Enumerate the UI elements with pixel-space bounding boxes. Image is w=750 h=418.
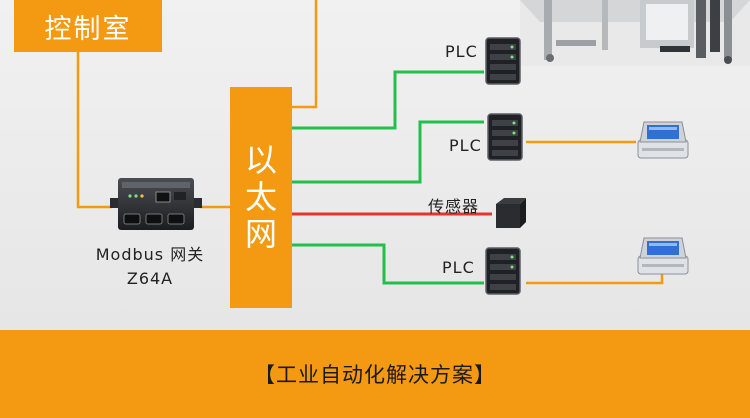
ethernet-char-1: 以 — [244, 141, 277, 179]
hmi-terminal-icon — [637, 121, 689, 159]
ethernet-char-3: 网 — [244, 215, 277, 253]
industrial-machine-icon — [520, 0, 750, 66]
link-ethernet-plc-1 — [292, 70, 484, 130]
plc-2-label: PLC — [449, 136, 482, 155]
ethernet-char-2: 太 — [244, 178, 277, 216]
link-control-to-gateway — [76, 52, 112, 209]
control-room-label: 控制室 — [44, 13, 132, 45]
hmi-terminal-icon — [637, 237, 689, 275]
plc-server-icon — [487, 113, 523, 161]
plc-1-label: PLC — [445, 42, 478, 61]
plc-3-label: PLC — [442, 258, 475, 277]
sensor-label: 传感器 — [428, 197, 480, 216]
sensor-icon — [496, 198, 526, 228]
gateway-code-line: Z64A — [126, 269, 174, 288]
connection-lines — [76, 0, 664, 285]
link-ethernet-to-machine — [292, 0, 318, 109]
plc-server-icon — [485, 37, 521, 85]
plc-server-icon — [485, 247, 521, 295]
link-ethernet-plc-3 — [292, 243, 484, 285]
gateway-model-line: Modbus 网关 — [95, 245, 205, 264]
footer-banner: 【工业自动化解决方案】 — [0, 330, 750, 418]
link-ethernet-plc-2 — [292, 120, 484, 184]
control-room-box: 控制室 — [14, 0, 162, 52]
ethernet-box: 以 太 网 — [230, 87, 292, 308]
modbus-gateway-icon — [110, 178, 202, 230]
gateway-label: Modbus 网关 Z64A — [80, 243, 220, 291]
footer-title: 【工业自动化解决方案】 — [254, 363, 496, 387]
